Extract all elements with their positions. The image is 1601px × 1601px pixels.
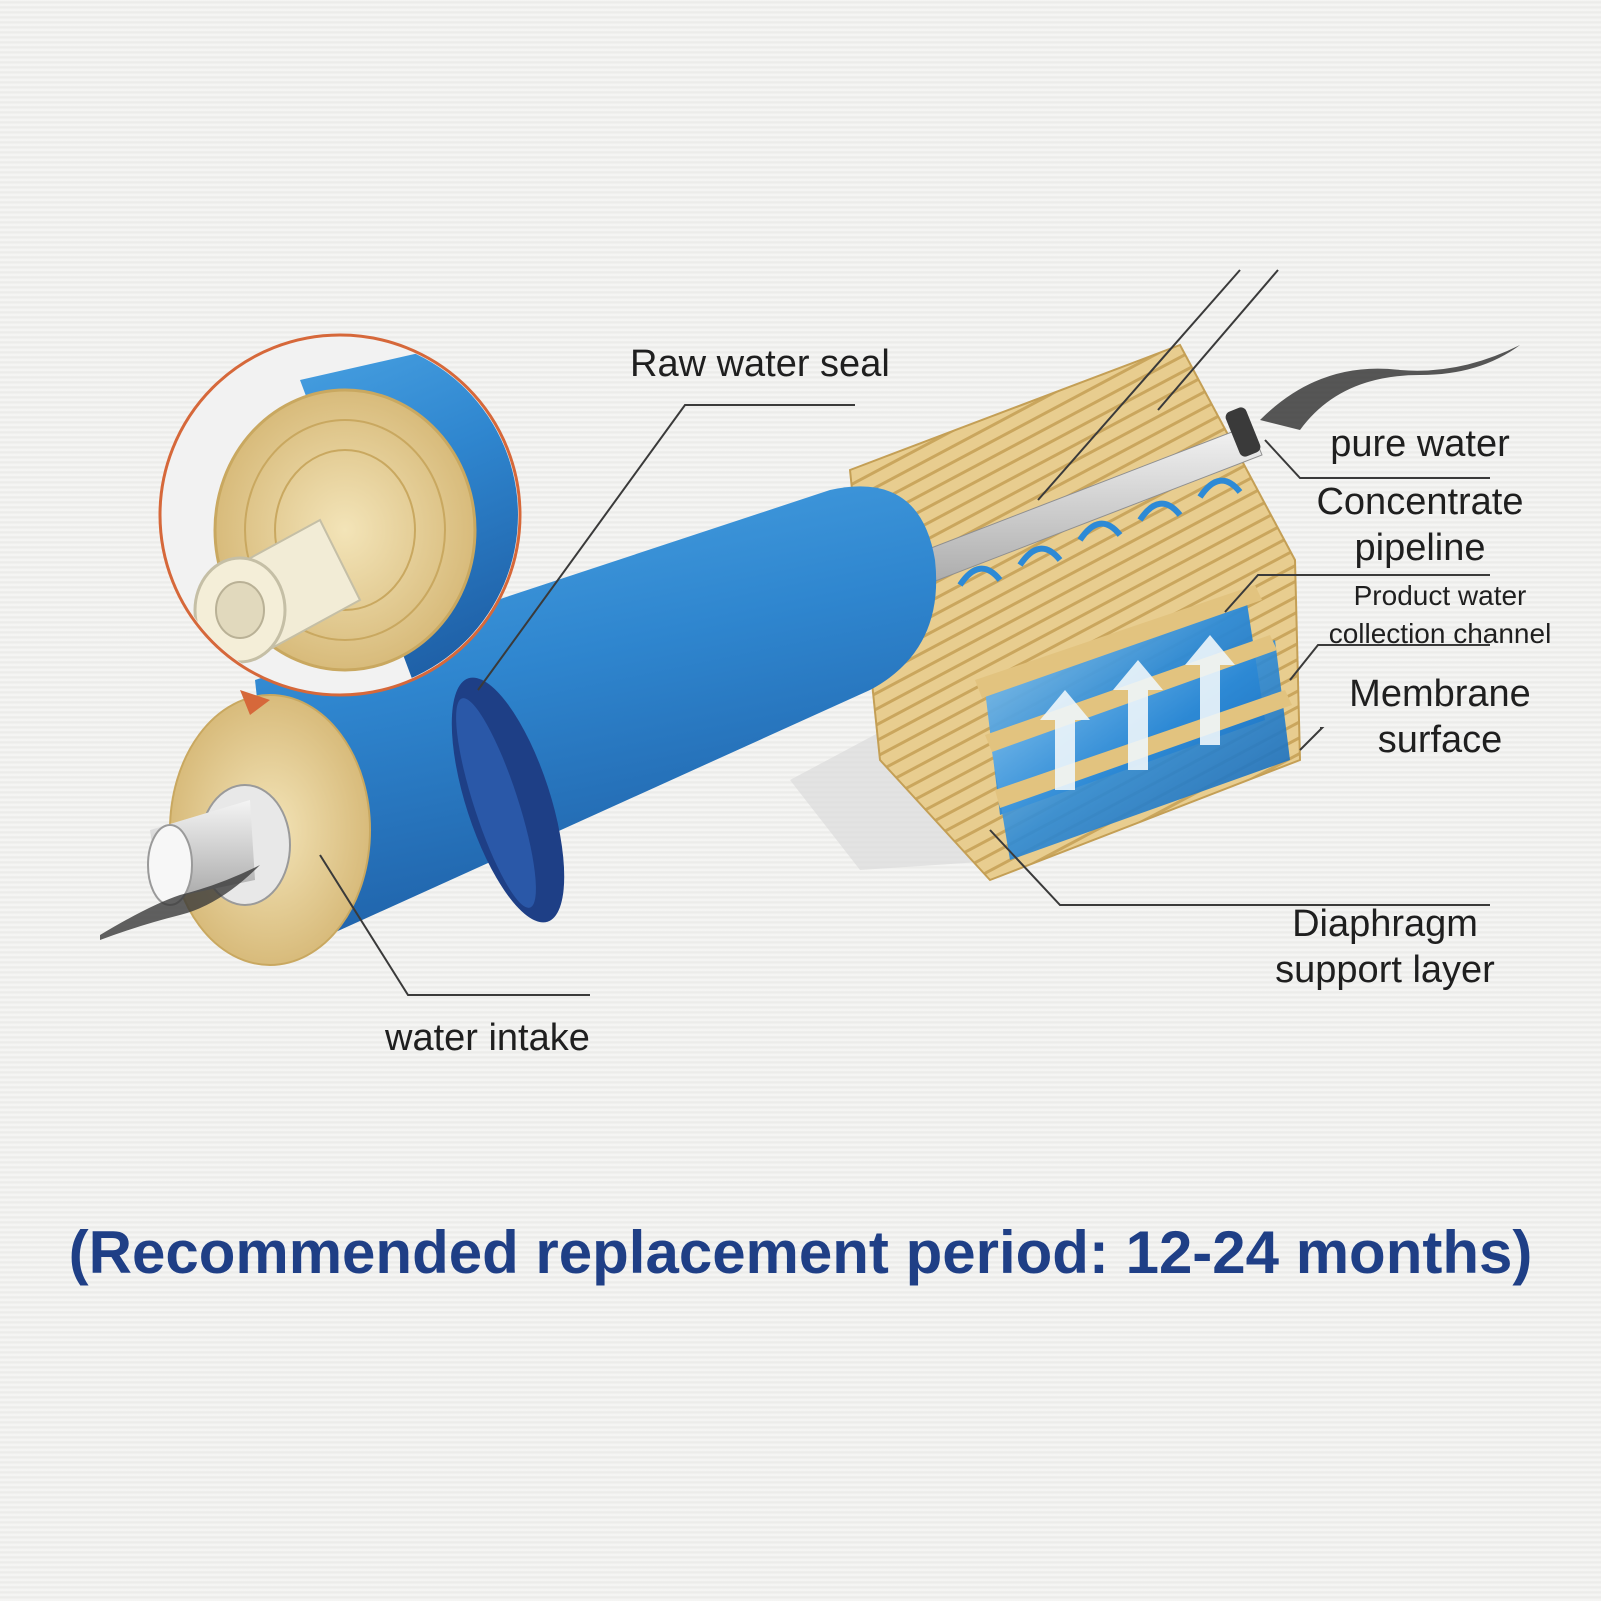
pure-water-label: pure water xyxy=(1330,423,1510,465)
zoom-detail-circle xyxy=(158,333,522,715)
concentrate-pipeline-label: Concentrate pipeline xyxy=(1316,481,1524,569)
product-water-channel-label: Product water collection channel xyxy=(1328,580,1552,649)
water-intake-label: water intake xyxy=(385,1017,590,1059)
water-splash xyxy=(1260,345,1520,430)
raw-water-seal-ring xyxy=(451,677,565,923)
membrane-tube xyxy=(255,486,937,955)
raw-water-seal-label: Raw water seal xyxy=(630,343,890,385)
replacement-period-note: (Recommended replacement period: 12-24 m… xyxy=(68,1219,1533,1286)
membrane-surface-label: Membrane surface xyxy=(1349,673,1531,761)
leader-lines xyxy=(319,269,1490,996)
front-end-cap xyxy=(100,694,371,966)
diaphragm-support-label: Diaphragm support layer xyxy=(1275,903,1495,991)
